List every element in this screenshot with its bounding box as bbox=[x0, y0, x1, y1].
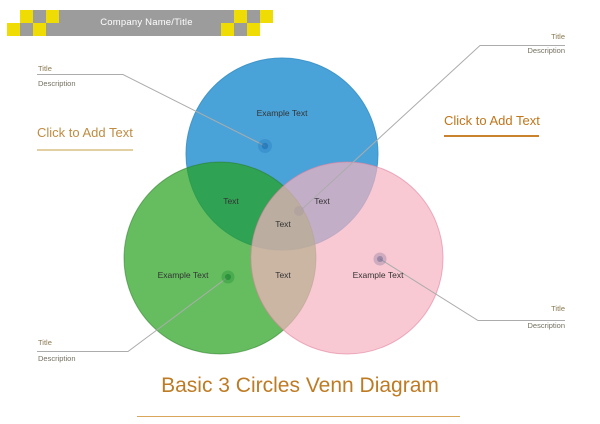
checker-square bbox=[260, 10, 273, 23]
diagram-title[interactable]: Basic 3 Circles Venn Diagram bbox=[161, 374, 439, 397]
callout-line-bottom-right bbox=[379, 258, 565, 321]
click-left-underline bbox=[37, 149, 133, 151]
checker-square bbox=[247, 10, 260, 23]
checker-square bbox=[46, 23, 59, 36]
callout-line-top-right bbox=[300, 45, 565, 211]
circle-bottom-right-label[interactable]: Example Text bbox=[352, 270, 404, 280]
callout-bottom-left-description[interactable]: Description bbox=[38, 354, 76, 363]
checker-square bbox=[221, 23, 234, 36]
anchor-dot-center bbox=[294, 206, 304, 216]
callout-bottom-right-description[interactable]: Description bbox=[527, 321, 565, 330]
anchor-dot-top-circle bbox=[258, 139, 272, 153]
callout-bottom-right-title[interactable]: Title bbox=[551, 304, 565, 313]
checker-square bbox=[46, 10, 59, 23]
click-to-add-text-left[interactable]: Click to Add Text bbox=[37, 125, 133, 140]
anchor-dot-left-circle bbox=[221, 270, 235, 284]
circle-bottom-left-label[interactable]: Example Text bbox=[157, 270, 209, 280]
overlap-center-label[interactable]: Text bbox=[275, 219, 291, 229]
checker-square bbox=[20, 10, 33, 23]
checker-square bbox=[234, 10, 247, 23]
callout-line-bottom-left bbox=[37, 276, 229, 352]
company-title-bar[interactable]: Company Name/Title bbox=[59, 10, 234, 36]
click-to-add-text-right[interactable]: Click to Add Text bbox=[444, 113, 540, 128]
checker-square bbox=[33, 10, 46, 23]
venn-circle-bottom-right[interactable] bbox=[250, 161, 444, 355]
callout-top-left-description[interactable]: Description bbox=[38, 79, 76, 88]
overlap-top-right-label[interactable]: Text bbox=[314, 196, 330, 206]
callout-line-top-left bbox=[37, 74, 266, 147]
callout-top-left-title[interactable]: Title bbox=[38, 64, 52, 73]
overlap-bottom-label[interactable]: Text bbox=[275, 270, 291, 280]
callout-bottom-left-title[interactable]: Title bbox=[38, 338, 52, 347]
checker-square bbox=[7, 23, 20, 36]
checker-square bbox=[33, 23, 46, 36]
circle-top-label[interactable]: Example Text bbox=[256, 108, 308, 118]
anchor-dot-right-circle bbox=[373, 252, 387, 266]
checker-square bbox=[234, 23, 247, 36]
diagram-title-underline bbox=[137, 416, 460, 417]
click-right-underline bbox=[444, 135, 539, 137]
callout-top-right-title[interactable]: Title bbox=[551, 32, 565, 41]
checker-square bbox=[20, 23, 33, 36]
overlap-top-left-label[interactable]: Text bbox=[223, 196, 239, 206]
company-title-label: Company Name/Title bbox=[100, 17, 193, 28]
checker-square bbox=[247, 23, 260, 36]
callout-top-right-description[interactable]: Description bbox=[527, 46, 565, 55]
